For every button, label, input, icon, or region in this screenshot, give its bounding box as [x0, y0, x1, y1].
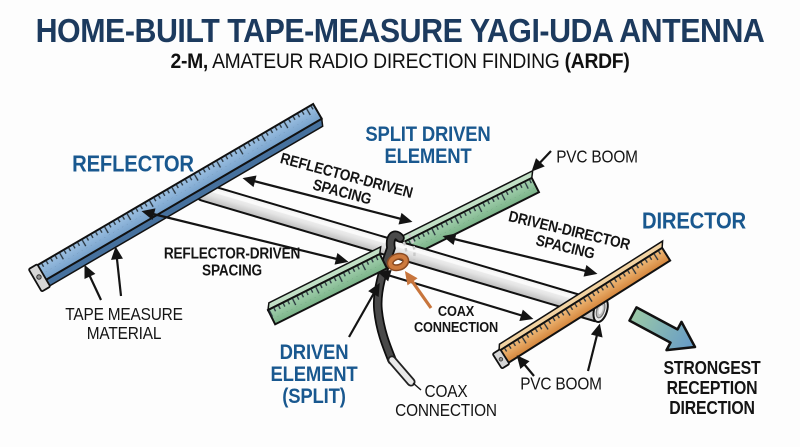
reflector-tape [28, 102, 324, 292]
reflector-label: REFLECTOR [72, 150, 194, 177]
pvc-boom-top-pointer [531, 150, 552, 172]
pvc-boom-bottom-pointer-right [586, 323, 603, 372]
coax-tip [389, 357, 414, 385]
subtitle-main: AMATEUR RADIO DIRECTION FINDING [212, 49, 560, 73]
diagram-header: HOME-BUILT TAPE-MEASURE YAGI-UDA ANTENNA… [0, 0, 800, 74]
reflector-driven-spacing-arrow-lower [141, 208, 349, 265]
coax-connection-pointer [404, 270, 433, 309]
driven-element-upper-half [399, 169, 541, 259]
reflector-driven-spacing-arrow-upper [242, 175, 413, 225]
tape-measure-material-label: TAPE MEASURE MATERIAL [65, 304, 183, 343]
director-end-clip [492, 348, 510, 370]
pvc-boom-bottom-pointer-left [516, 355, 535, 377]
driven-element-lower-half [266, 245, 389, 326]
strongest-reception-direction-label: STRONGEST RECEPTION DIRECTION [663, 357, 761, 419]
driven-element-pointer [348, 282, 380, 338]
split-driven-element-label: SPLIT DRIVEN ELEMENT [365, 122, 491, 168]
tape-material-pointer-right [111, 246, 123, 297]
subtitle-band: 2-M, [170, 49, 209, 73]
pvc-boom-bottom-label: PVC BOOM [520, 373, 602, 394]
reflector-driven-spacing-lower-label: REFLECTOR-DRIVEN SPACING [163, 245, 301, 279]
pvc-boom-top-label: PVC BOOM [556, 146, 638, 167]
driven-director-spacing-arrow-upper [442, 233, 598, 277]
director-label: DIRECTOR [642, 207, 746, 234]
page-title: HOME-BUILT TAPE-MEASURE YAGI-UDA ANTENNA [35, 12, 765, 49]
coax-connection-lower-label: COAX CONNECTION [395, 381, 497, 420]
coax-connection-ring [386, 252, 410, 272]
reception-direction-arrow [628, 306, 697, 352]
tape-material-pointer-left [84, 264, 102, 301]
coax-lower-leader-line [412, 382, 422, 391]
page-subtitle: 2-M, AMATEUR RADIO DIRECTION FINDING (AR… [32, 50, 768, 74]
subtitle-ardf: (ARDF) [564, 49, 630, 73]
reflector-end-clip [28, 263, 51, 292]
coax-connection-upper-label: COAX CONNECTION [413, 304, 499, 336]
annotation-arrows [84, 150, 603, 391]
driven-element-split-label: DRIVEN ELEMENT (SPLIT) [270, 340, 358, 409]
director-tape [492, 239, 672, 370]
